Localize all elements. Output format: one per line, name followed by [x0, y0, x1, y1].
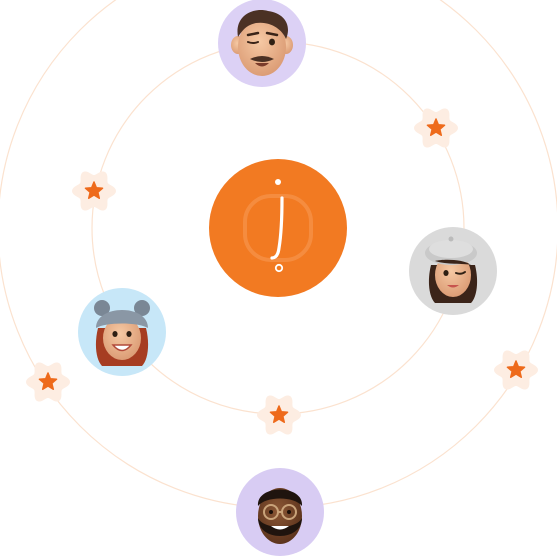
- star-badge-icon: [257, 395, 301, 435]
- star-badge-icon: [26, 362, 70, 402]
- logo-circle: [209, 159, 347, 297]
- memoji-girl-bear-hat-icon: [94, 300, 150, 366]
- avatar-woman-beret: [409, 227, 497, 315]
- memoji-winking-man-icon: [231, 10, 293, 76]
- star-badges: [26, 108, 538, 435]
- avatar-bearded-man-glasses: [236, 468, 324, 556]
- badge-star: [426, 118, 446, 137]
- brand-logo-icon: [243, 179, 313, 273]
- badge-star: [269, 405, 289, 424]
- star-badge-icon: [494, 350, 538, 390]
- memoji-bearded-man-glasses-icon: [257, 488, 303, 544]
- avatar-winking-man: [218, 0, 306, 87]
- badge-star: [506, 360, 526, 379]
- badge-star: [38, 372, 58, 391]
- memoji-woman-beret-icon: [425, 236, 478, 303]
- star-badge-icon: [72, 171, 116, 211]
- brand-logo: [209, 159, 347, 297]
- badge-star: [84, 181, 104, 200]
- avatar-girl-bear-hat: [78, 288, 166, 376]
- star-badge-icon: [414, 108, 458, 148]
